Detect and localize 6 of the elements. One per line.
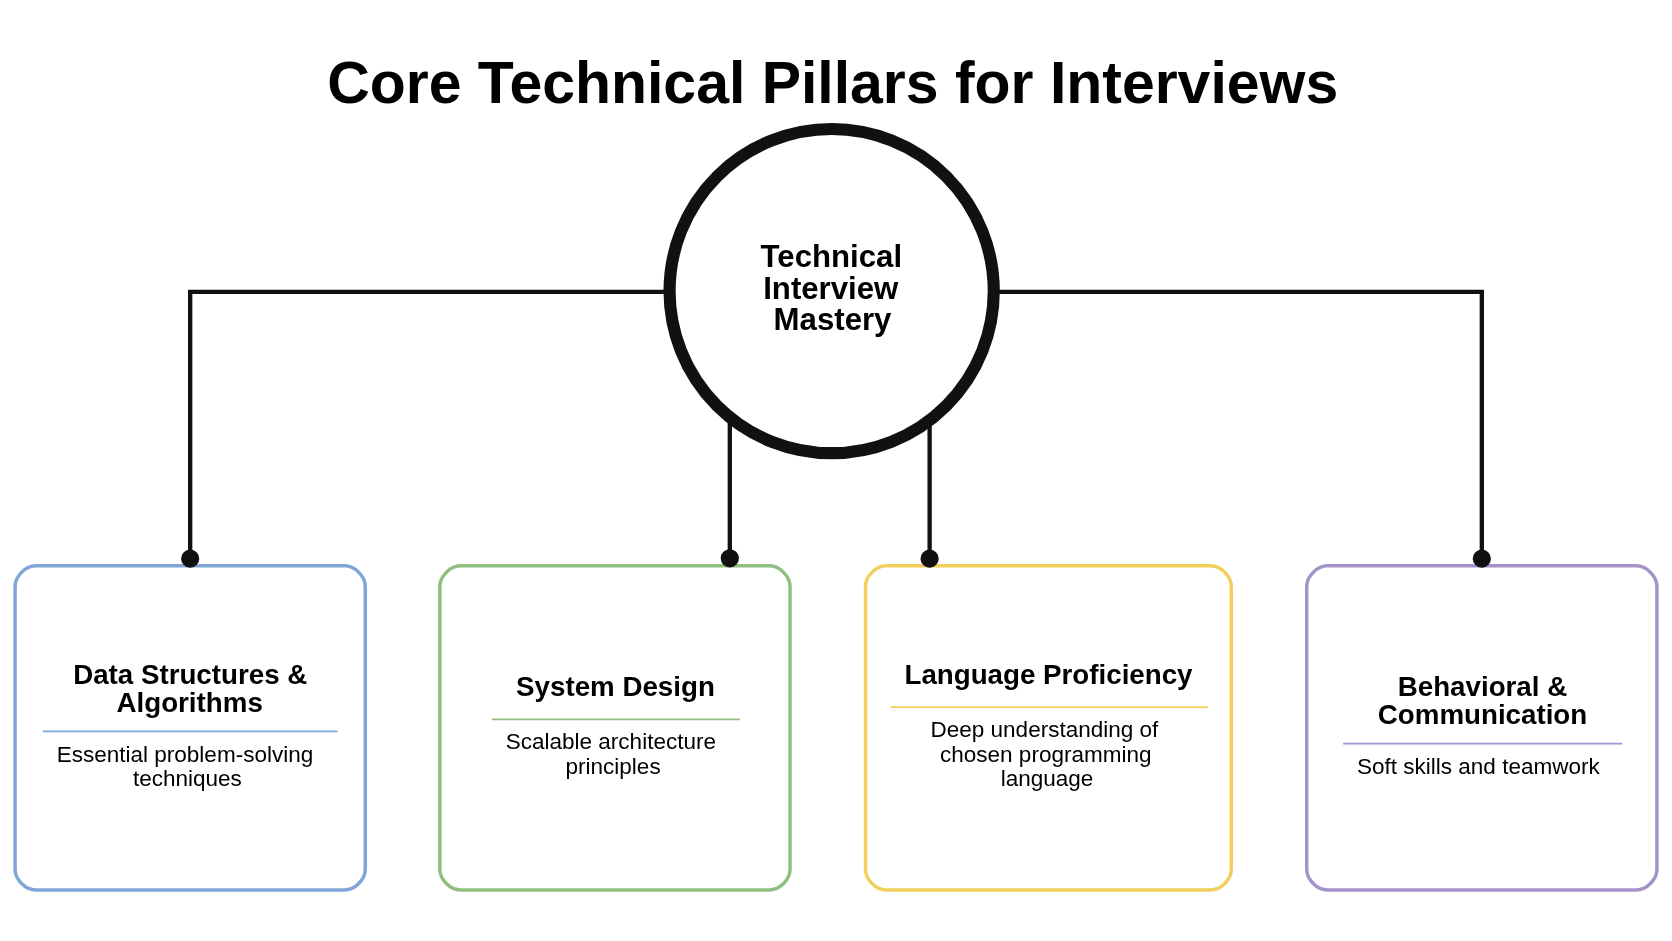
diagram-title: Core Technical Pillars for Interviews	[327, 50, 1339, 116]
node-box: Data Structures & Algorithms Essential problem-solving techniques	[13, 564, 368, 892]
node-box: System Design Scalable architecture principles	[438, 564, 792, 892]
node-box: Language Proficiency Deep understanding of chosen programming language	[863, 564, 1234, 892]
node-circle: Technical Interview Mastery	[663, 122, 1000, 460]
node-box: Behavioral & Communication Soft skills and teamwork	[1304, 564, 1659, 892]
